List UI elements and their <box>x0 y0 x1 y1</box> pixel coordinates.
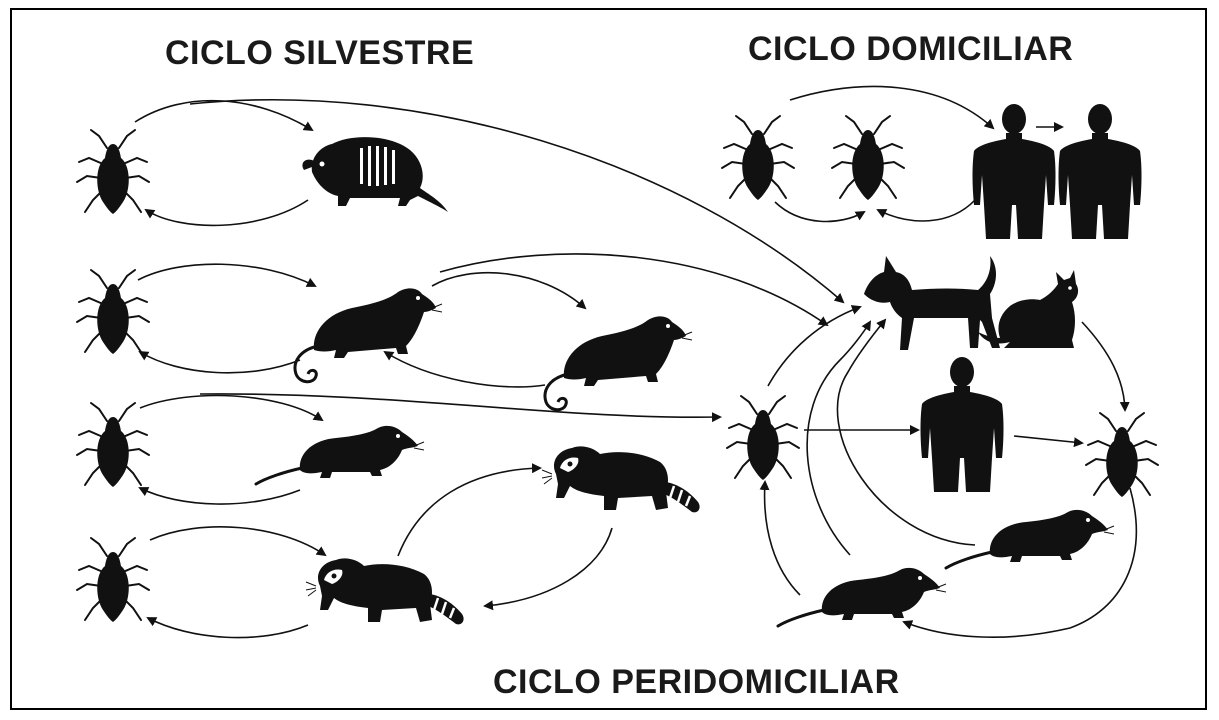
arrow-bug-to-bug <box>774 201 866 223</box>
arrow-raccoon2-to-raccoon1 <box>483 527 613 611</box>
arrow-opossum1-to-opossum2 <box>431 272 587 310</box>
opossum-icon <box>543 314 694 412</box>
arrow-cat-to-bug <box>1081 321 1130 412</box>
triatomine-bug-icon <box>831 115 905 201</box>
human-icon <box>1058 104 1142 239</box>
arrow-rat2-to-dog <box>806 320 872 556</box>
arrow-rat-to-dog <box>836 318 976 546</box>
arrow-bug1-to-armadillo <box>134 99 314 132</box>
armadillo-icon <box>302 137 448 212</box>
arrow-row3-to-peri-bug <box>199 393 722 423</box>
rat-icon <box>254 424 426 486</box>
triatomine-bug-icon <box>76 129 150 215</box>
opossum-icon <box>293 286 444 384</box>
arrow-opossum-to-bug2 <box>138 350 301 374</box>
rat-icon <box>776 566 948 628</box>
arrow-armadillo-to-bug1 <box>144 199 309 227</box>
triatomine-bug-icon <box>76 537 150 623</box>
title-ciclo-domiciliar: CICLO DOMICILIAR <box>748 30 1074 68</box>
rat-icon <box>944 508 1116 570</box>
arrow-row1-to-dog <box>189 98 845 304</box>
arrow-peri-bug-to-dog <box>767 305 862 387</box>
triatomine-bug-icon <box>76 269 150 355</box>
title-ciclo-peridomiciliar: CICLO PERIDOMICILIAR <box>493 663 900 701</box>
title-ciclo-silvestre: CICLO SILVESTRE <box>165 34 475 72</box>
triatomine-bug-icon <box>76 402 150 488</box>
dog-icon <box>864 256 1000 350</box>
arrow-human-to-bug <box>876 199 976 222</box>
arrow-opossum2-to-opossum1 <box>383 350 546 388</box>
raccoon-icon <box>540 445 701 514</box>
arrow-bug4-to-raccoon <box>149 526 327 557</box>
triatomine-bug-icon <box>721 115 795 201</box>
arrow-raccoon1-to-raccoon2 <box>397 463 542 557</box>
triatomine-bug-icon <box>1085 412 1159 498</box>
arrow-bug2-to-opossum <box>137 263 317 287</box>
arrow-dom-bug-to-human <box>789 85 995 130</box>
arrow-rat-to-peri-bug <box>759 480 801 596</box>
arrow-human-to-bug <box>1013 435 1084 448</box>
arrow-bug3-to-rat <box>139 394 324 422</box>
human-icon <box>972 104 1056 239</box>
arrow-row2-to-dog <box>439 253 829 327</box>
triatomine-bug-icon <box>726 395 800 481</box>
raccoon-icon <box>304 557 465 626</box>
human-icon <box>920 357 1004 492</box>
arrow-raccoon-to-bug4 <box>146 617 309 639</box>
arrow-rat-to-bug3 <box>138 487 301 505</box>
arrow-bug-to-rat <box>902 487 1138 638</box>
